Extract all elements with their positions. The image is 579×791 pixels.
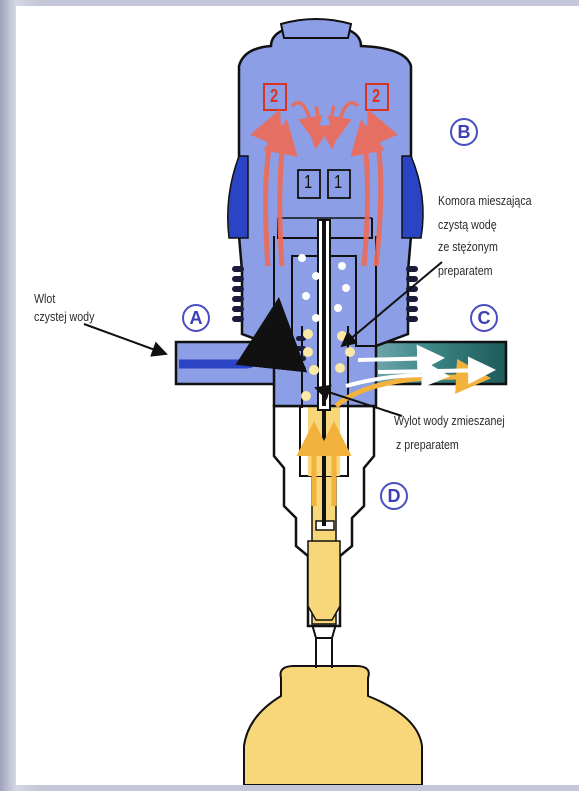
outlet-label-line2: z preparatem bbox=[396, 436, 459, 453]
inlet-label-line1: Wlot bbox=[34, 290, 55, 307]
outlet-label-line1: Wylot wody zmieszanej bbox=[394, 412, 505, 429]
chamber-label-line3: ze stężonym bbox=[438, 238, 498, 255]
suction-tube bbox=[312, 624, 336, 668]
valve-number-inner-right: 1 bbox=[334, 174, 342, 191]
diagram-svg bbox=[16, 6, 579, 785]
chamber-label-line1: Komora mieszająca bbox=[438, 192, 532, 209]
concentrate-bottle bbox=[244, 666, 422, 785]
dosatron-diagram: 2 2 1 1 B A C D Wlot czystej wody Komora… bbox=[16, 6, 579, 785]
valve-number-inner-left: 1 bbox=[304, 174, 312, 191]
marker-a: A bbox=[182, 304, 210, 332]
marker-c: C bbox=[470, 304, 498, 332]
valve-number-outer-left: 2 bbox=[270, 88, 278, 105]
lower-body bbox=[274, 406, 374, 626]
valve-number-outer-right: 2 bbox=[372, 88, 380, 105]
marker-d: D bbox=[380, 482, 408, 510]
marker-b: B bbox=[450, 118, 478, 146]
chamber-label-line4: preparatem bbox=[438, 262, 493, 279]
chamber-label-line2: czystą wodę bbox=[438, 216, 497, 233]
inlet-label-line2: czystej wody bbox=[34, 308, 94, 325]
